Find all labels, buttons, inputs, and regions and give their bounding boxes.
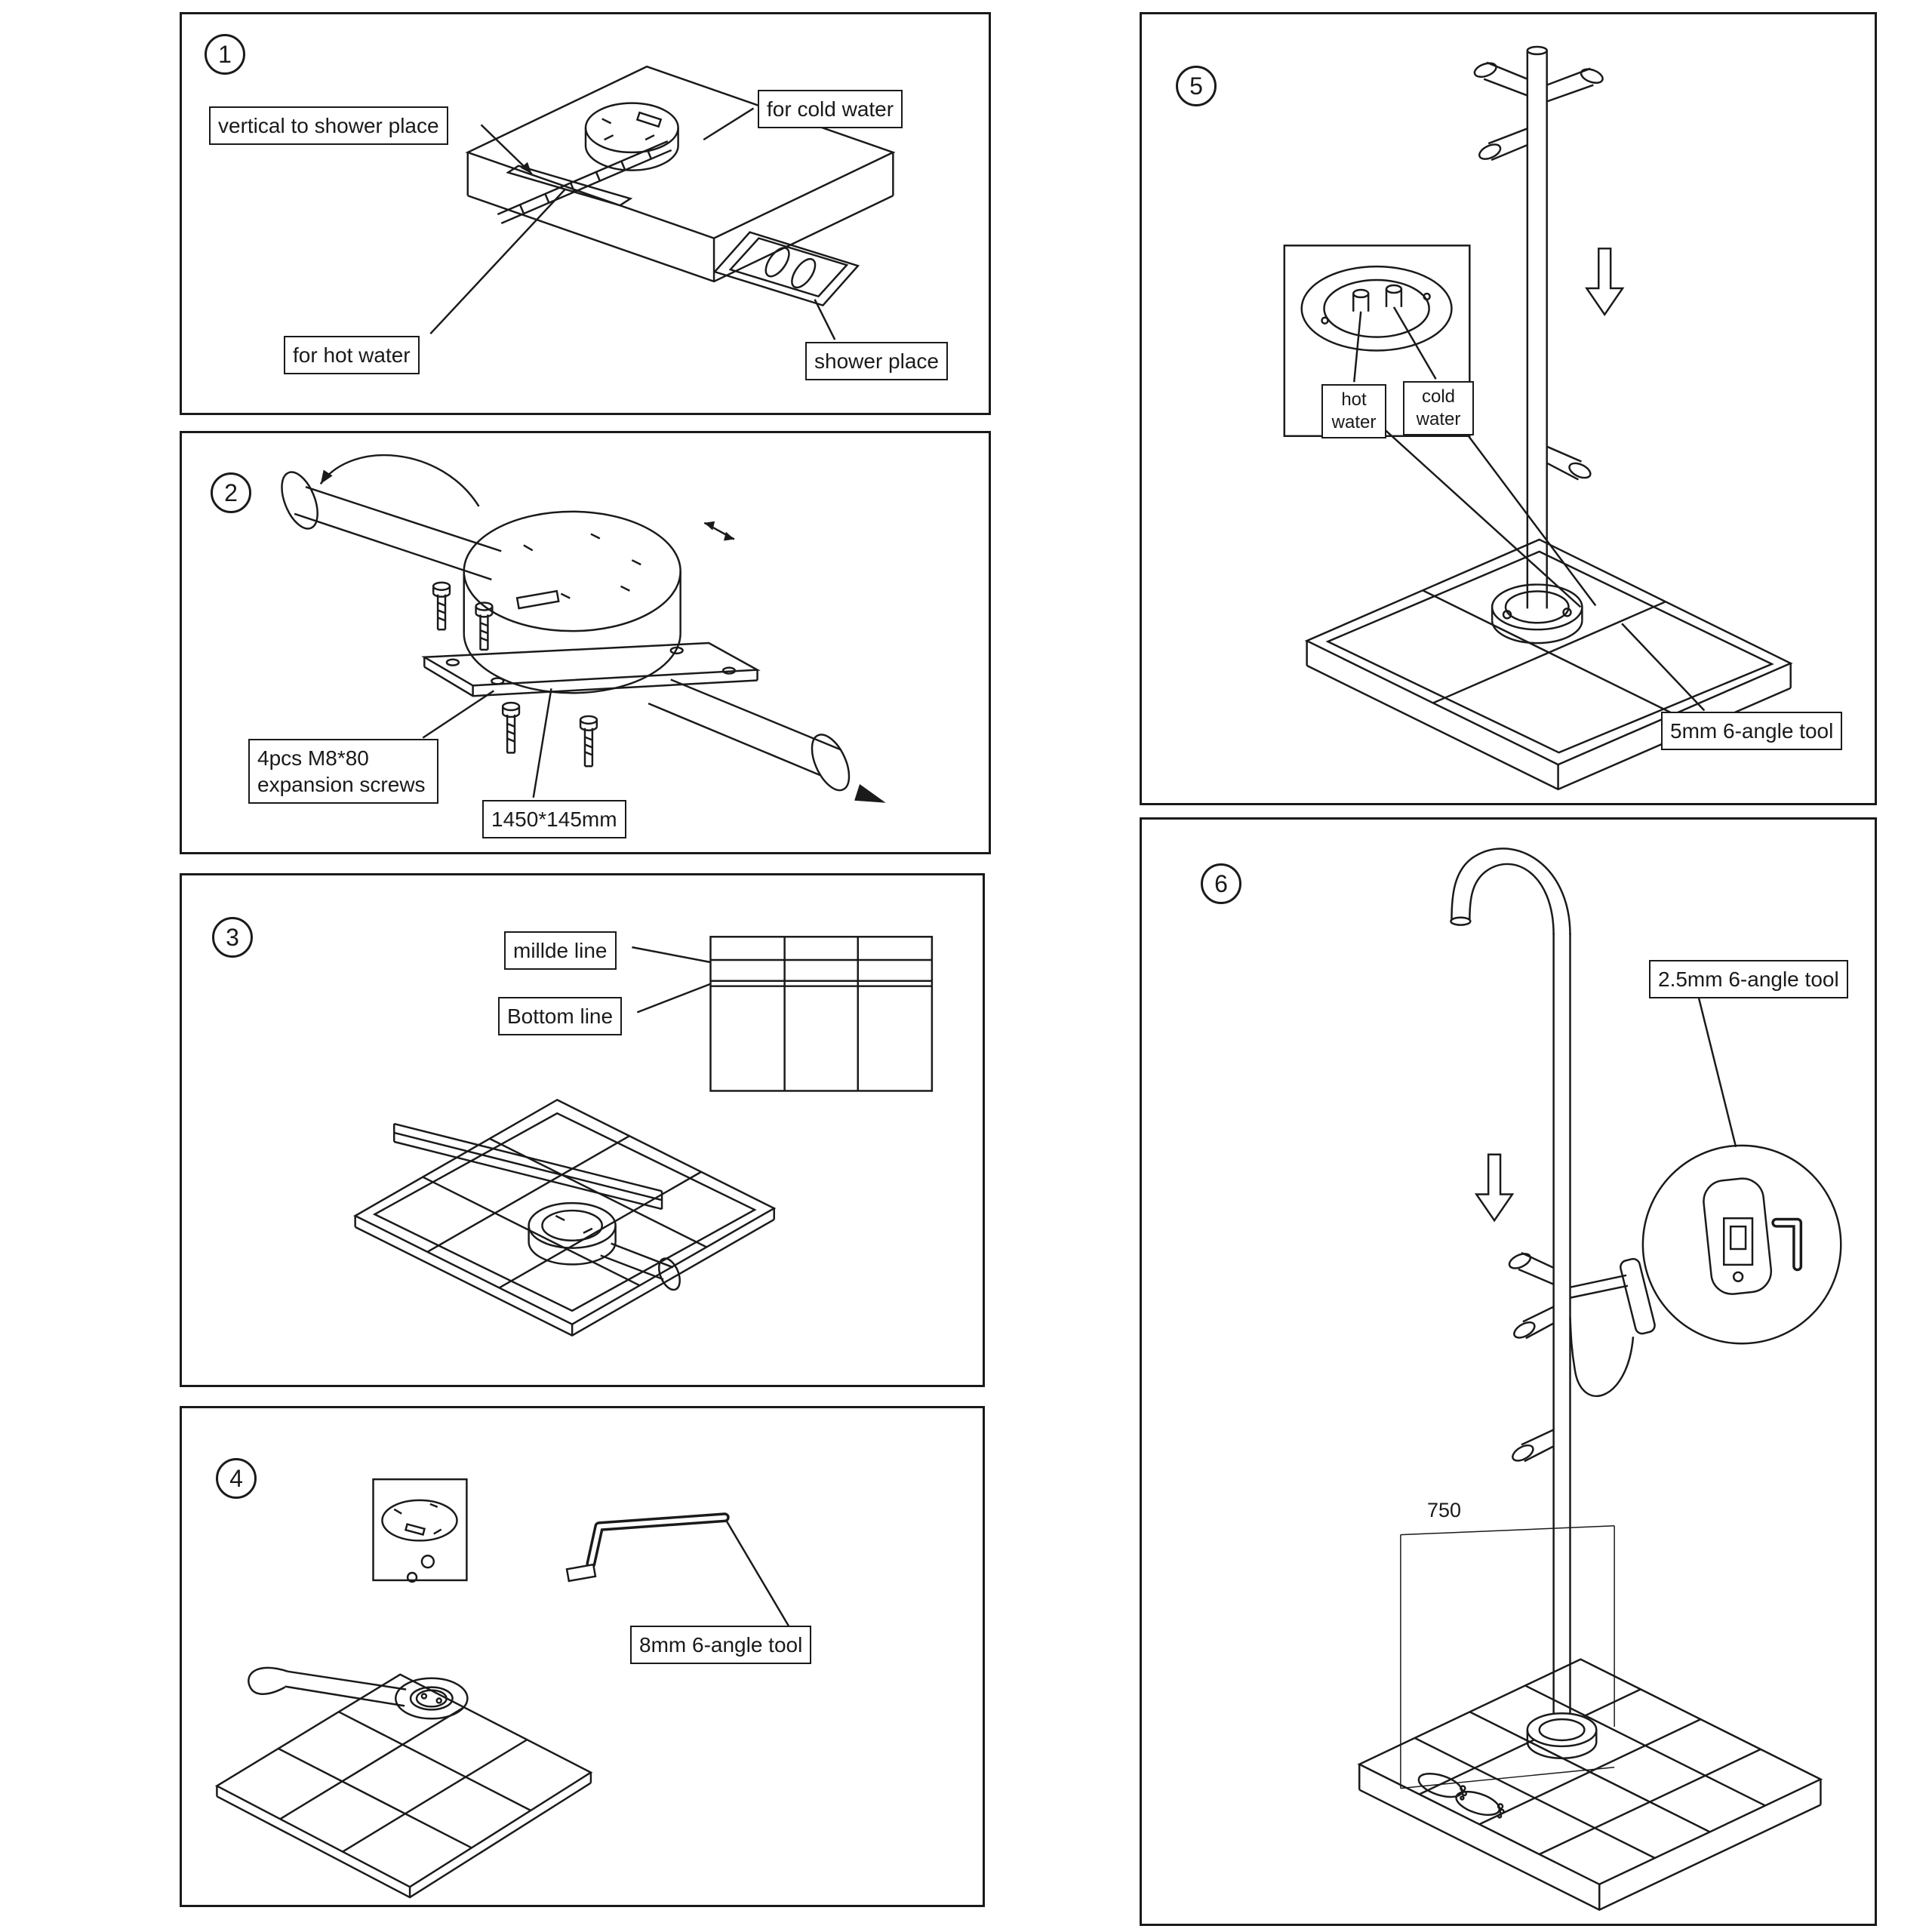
tile-wall	[709, 936, 934, 1092]
leader-lines	[632, 946, 711, 1014]
flange-top-view-box	[372, 1478, 468, 1583]
panel-step4: 4 8mm 6-angle tool	[180, 1406, 985, 1907]
down-arrow	[1585, 248, 1625, 316]
hex-key	[565, 1512, 730, 1583]
callout-for-cold-water: for cold water	[758, 90, 903, 128]
callout-plate-size: 1450*145mm	[482, 800, 626, 838]
step-number-badge: 5	[1176, 66, 1217, 106]
mounting-flange	[584, 102, 679, 171]
step-number-badge: 2	[211, 472, 251, 513]
step-number-badge: 3	[212, 917, 253, 958]
base-flange	[1491, 583, 1583, 645]
base-unit	[528, 1201, 681, 1291]
callout-bottom-line: Bottom line	[498, 997, 623, 1035]
base-flange	[1526, 1712, 1598, 1760]
step2-illustration	[281, 454, 886, 803]
step3-illustration	[353, 936, 934, 1337]
step1-illustration	[429, 65, 896, 340]
angle-dimension	[703, 521, 735, 541]
step6-illustration	[1357, 848, 1842, 1911]
right-pipe	[648, 678, 886, 803]
mounting-plate	[421, 641, 761, 697]
leader-lines	[1353, 306, 1706, 712]
step-number-badge: 1	[205, 34, 245, 75]
panel-step2: 2 4pcs M8*80 expansion screws 1450*145mm	[180, 431, 991, 854]
tile-floor	[214, 1673, 593, 1899]
magnifier-detail	[1641, 1144, 1842, 1345]
callout-expansion-screws: 4pcs M8*80 expansion screws	[248, 739, 438, 804]
step-number-badge: 6	[1201, 863, 1241, 904]
leader-lines	[422, 688, 552, 798]
base-platform	[1304, 538, 1793, 791]
leader-line	[725, 1520, 790, 1627]
dimension-plane	[1400, 1524, 1615, 1789]
panel-step5: 5 hot water cold water 5mm 6-angle tool	[1140, 12, 1877, 805]
foot-valve	[1512, 1429, 1555, 1463]
wrench	[248, 1666, 469, 1720]
tile-floor	[353, 1098, 777, 1337]
rotation-arrow	[319, 454, 480, 507]
shower-column-pipe	[1526, 45, 1548, 609]
mixer-knobs	[1508, 1251, 1555, 1340]
callout-vertical-to-shower-place: vertical to shower place	[209, 106, 448, 145]
footprints	[1417, 1773, 1505, 1819]
expansion-screws	[432, 581, 598, 768]
down-arrow	[1474, 1153, 1515, 1223]
side-fitting	[1546, 445, 1592, 481]
shower-column	[1450, 848, 1571, 1730]
left-pipe	[281, 471, 502, 581]
step4-illustration	[214, 1478, 790, 1899]
hand-shower	[1569, 1257, 1656, 1398]
callout-2-5mm-tool: 2.5mm 6-angle tool	[1649, 960, 1848, 998]
step5-illustration	[1283, 45, 1793, 791]
tile-floor	[1357, 1658, 1823, 1911]
panel-step6: 6 2.5mm 6-angle tool 750	[1140, 817, 1877, 1926]
callout-for-hot-water: for hot water	[284, 336, 420, 374]
step-number-badge: 4	[216, 1458, 257, 1499]
leader-lines	[429, 107, 836, 340]
dimension-750: 750	[1427, 1499, 1462, 1521]
callout-middle-line: millde line	[504, 931, 617, 970]
panel-step1: 1 vertical to shower place for cold wate…	[180, 12, 991, 415]
valve-body	[463, 510, 681, 694]
alignment-beam	[392, 1122, 663, 1211]
leader-line	[1697, 995, 1737, 1148]
footprint-plate	[712, 231, 860, 307]
callout-5mm-tool: 5mm 6-angle tool	[1661, 712, 1843, 750]
top-fittings	[1473, 61, 1604, 162]
callout-cold-water: cold water	[1403, 381, 1474, 435]
ruler	[497, 140, 672, 224]
callout-shower-place: shower place	[805, 342, 948, 380]
callout-8mm-tool: 8mm 6-angle tool	[630, 1626, 812, 1664]
callout-hot-water: hot water	[1321, 384, 1386, 438]
panel-step3: 3 millde line Bottom line	[180, 873, 985, 1387]
